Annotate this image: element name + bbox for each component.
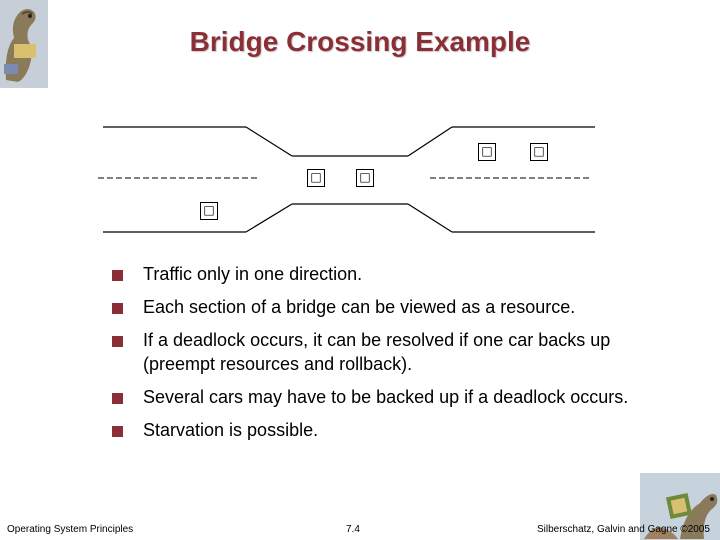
footer-copyright: Silberschatz, Galvin and Gagne ©2005	[536, 524, 710, 535]
car-icon: □	[356, 169, 374, 187]
car-icon: □	[307, 169, 325, 187]
bullet-text: Traffic only in one direction.	[143, 264, 363, 284]
bullet-item: Several cars may have to be backed up if…	[112, 385, 652, 409]
bridge-diagram	[98, 126, 595, 233]
square-bullet-icon	[112, 393, 123, 404]
dinosaur-illustration-bottom-right	[640, 473, 720, 540]
square-bullet-icon	[112, 303, 123, 314]
bullet-text: If a deadlock occurs, it can be resolved…	[143, 330, 611, 374]
footer-course-name: Operating System Principles	[7, 524, 134, 535]
car-icon: □	[200, 202, 218, 220]
slide-title: Bridge Crossing Example	[189, 26, 531, 57]
car-icon: □	[478, 143, 496, 161]
bullet-text: Several cars may have to be backed up if…	[143, 387, 629, 407]
road-top-edge	[103, 126, 595, 157]
square-bullet-icon	[112, 426, 123, 437]
bullet-item: Each section of a bridge can be viewed a…	[112, 295, 652, 319]
car-icon: □	[530, 143, 548, 161]
square-bullet-icon	[112, 270, 123, 281]
bullet-item: Traffic only in one direction.	[112, 262, 652, 286]
dinosaur-illustration-top-left	[0, 0, 48, 88]
bullet-item: Starvation is possible.	[112, 418, 652, 442]
footer-page-number: 7.4	[346, 524, 360, 535]
bullet-item: If a deadlock occurs, it can be resolved…	[112, 328, 652, 376]
road-bottom-edge	[103, 203, 595, 233]
bullet-text: Each section of a bridge can be viewed a…	[143, 297, 576, 317]
bullet-text: Starvation is possible.	[143, 420, 319, 440]
bullet-list: Traffic only in one direction. Each sect…	[112, 262, 652, 451]
square-bullet-icon	[112, 336, 123, 347]
